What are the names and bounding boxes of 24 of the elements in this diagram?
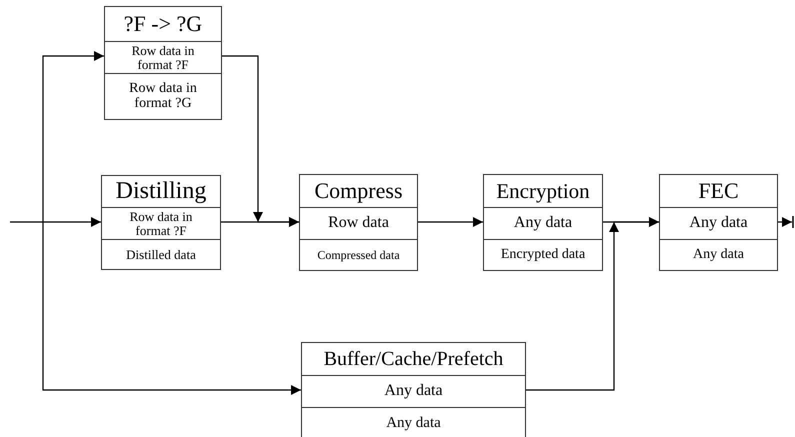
- module-title: Encryption: [496, 180, 590, 202]
- output-label: Any data: [693, 248, 744, 262]
- module-title: Buffer/Cache/Prefetch: [324, 348, 504, 370]
- module-title: Compress: [314, 179, 402, 203]
- input-label: Any data: [689, 215, 748, 232]
- input-label: Row data: [328, 215, 389, 232]
- module-box: [483, 174, 603, 271]
- input-label: Row data in format ?F: [128, 210, 194, 238]
- module-title: FEC: [698, 179, 739, 203]
- input-label: Row data in format ?F: [130, 44, 196, 72]
- module-box: [299, 174, 418, 271]
- module-box: [101, 175, 221, 270]
- output-label: Compressed data: [317, 248, 400, 262]
- input-label: Any data: [384, 383, 443, 400]
- output-label: Distilled data: [126, 248, 196, 262]
- module-box: [104, 6, 222, 120]
- output-label: Row data in format ?G: [128, 82, 198, 112]
- module-title: Distilling: [116, 178, 206, 204]
- output-label: Any data: [386, 416, 441, 432]
- output-label: Encrypted data: [500, 248, 586, 262]
- module-title: ?F -> ?G: [124, 12, 202, 36]
- module-box: [659, 174, 778, 271]
- input-label: Any data: [514, 215, 572, 232]
- module-box: [301, 342, 526, 437]
